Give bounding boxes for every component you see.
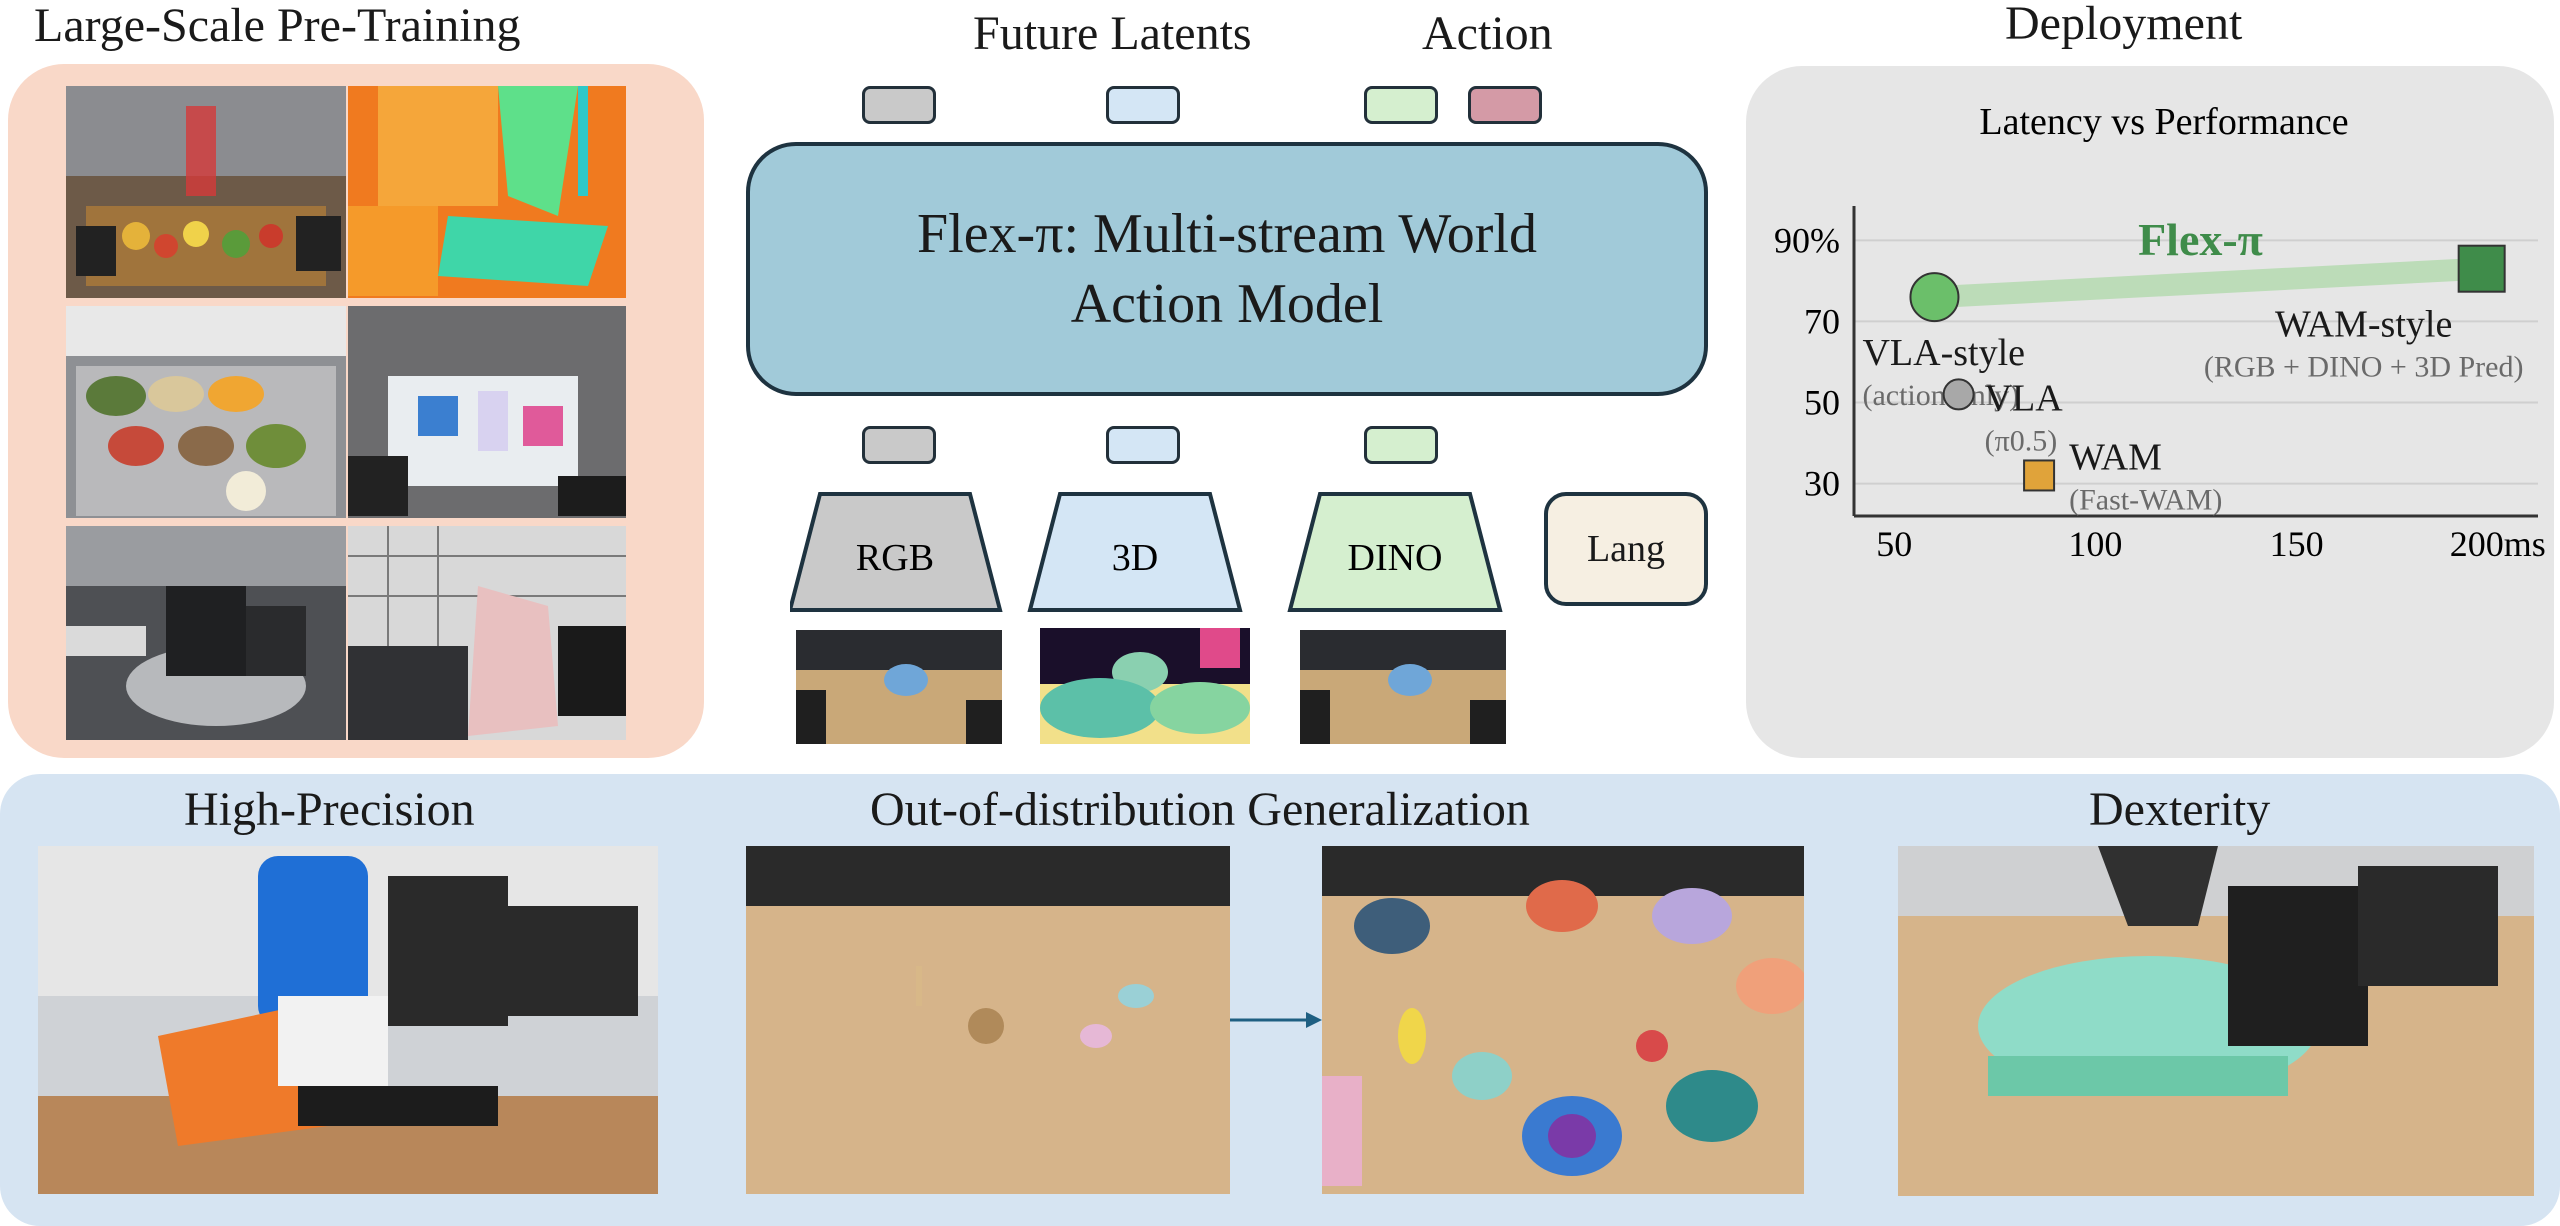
lang-encoder-label: Lang [1586,528,1666,570]
ood-scene-before [746,846,1230,1194]
ood-title: Out-of-distribution Generalization [870,783,1530,836]
flex-pi-label: Flex-π [2138,214,2263,265]
dexterity-photo [1898,846,2534,1196]
x-tick-label: 50 [1876,524,1912,564]
future-dino-token [1364,86,1438,124]
point-sublabel: (π0.5) [1985,424,2058,457]
model-title-line2: Action Model [1070,273,1384,335]
future-3d-token [1106,86,1180,124]
latency-performance-chart: Latency vs Performance 90% 70 50 30 50 100 150… [1774,101,2546,564]
x-tick-label: 150 [2270,524,2324,564]
y-tick-label: 50 [1804,382,1840,422]
point-label: WAM [2069,436,2162,478]
deployment-title: Deployment [2005,0,2243,50]
point-sublabel: (RGB + DINO + 3D Pred) [2204,351,2524,384]
point-sublabel: (Fast-WAM) [2069,483,2222,516]
ood-arrow [1230,1012,1322,1028]
x-tick-label: 100 [2068,524,2122,564]
high-precision-photo [38,846,658,1194]
encoder-row: RGB 3D DINO [790,492,1503,612]
rgb-encoder [790,492,1003,612]
point-label: VLA [1985,377,2064,419]
pretrain-photo-cloth [348,526,626,740]
pretrain-photo-flow [348,86,626,298]
flex-pi-trend-line [1923,257,2493,309]
lang-encoder: Lang [1544,492,1708,606]
scatter-point-circle [1942,378,1975,411]
threed-encoder [1027,492,1243,612]
arrow-right-icon [1306,1012,1322,1028]
input-3d-token [1106,426,1180,464]
input-rgb-token [862,426,936,464]
point-label: VLA-style [1862,332,2025,374]
flex-pi-model-box: Flex-π: Multi-stream World Action Model [746,142,1708,396]
dino-input-frame [1300,630,1506,744]
point-label: WAM-style [2275,304,2452,346]
rgb-input-frame [796,630,1002,744]
future-latents-title: Future Latents [973,7,1252,60]
pretrain-photo-grocery [66,86,346,298]
rgb-encoder-label: RGB [856,537,934,579]
scatter-point-square [2023,459,2056,492]
threed-encoder-label: 3D [1112,537,1158,579]
model-title-line1: Flex-π: Multi-stream World [917,203,1537,265]
scatter-point-square [2457,244,2506,293]
scatter-point-circle [1909,272,1960,323]
pretraining-title: Large-Scale Pre-Training [34,0,521,52]
y-tick-label: 30 [1804,464,1840,504]
point-sublabel: (action-only) [1862,379,2019,412]
dino-encoder-label: DINO [1348,537,1443,579]
high-precision-title: High-Precision [184,783,475,836]
dexterity-title: Dexterity [2089,783,2271,836]
action-title: Action [1422,7,1553,60]
dino-encoder [1287,492,1503,612]
depth-input-frame [1040,628,1250,744]
future-rgb-token [862,86,936,124]
pretrain-photo-bins [348,306,626,518]
deployment-panel [1746,66,2554,758]
x-tick-label: 200ms [2450,524,2546,564]
ood-scene-after [1322,846,1804,1194]
action-token [1468,86,1542,124]
y-tick-label: 70 [1804,301,1840,341]
chart-title: Latency vs Performance [1979,101,2348,143]
input-dino-token [1364,426,1438,464]
y-tick-label: 90% [1774,220,1840,260]
pretrain-photo-salad [66,306,346,518]
pretrain-photo-sink [66,526,346,740]
